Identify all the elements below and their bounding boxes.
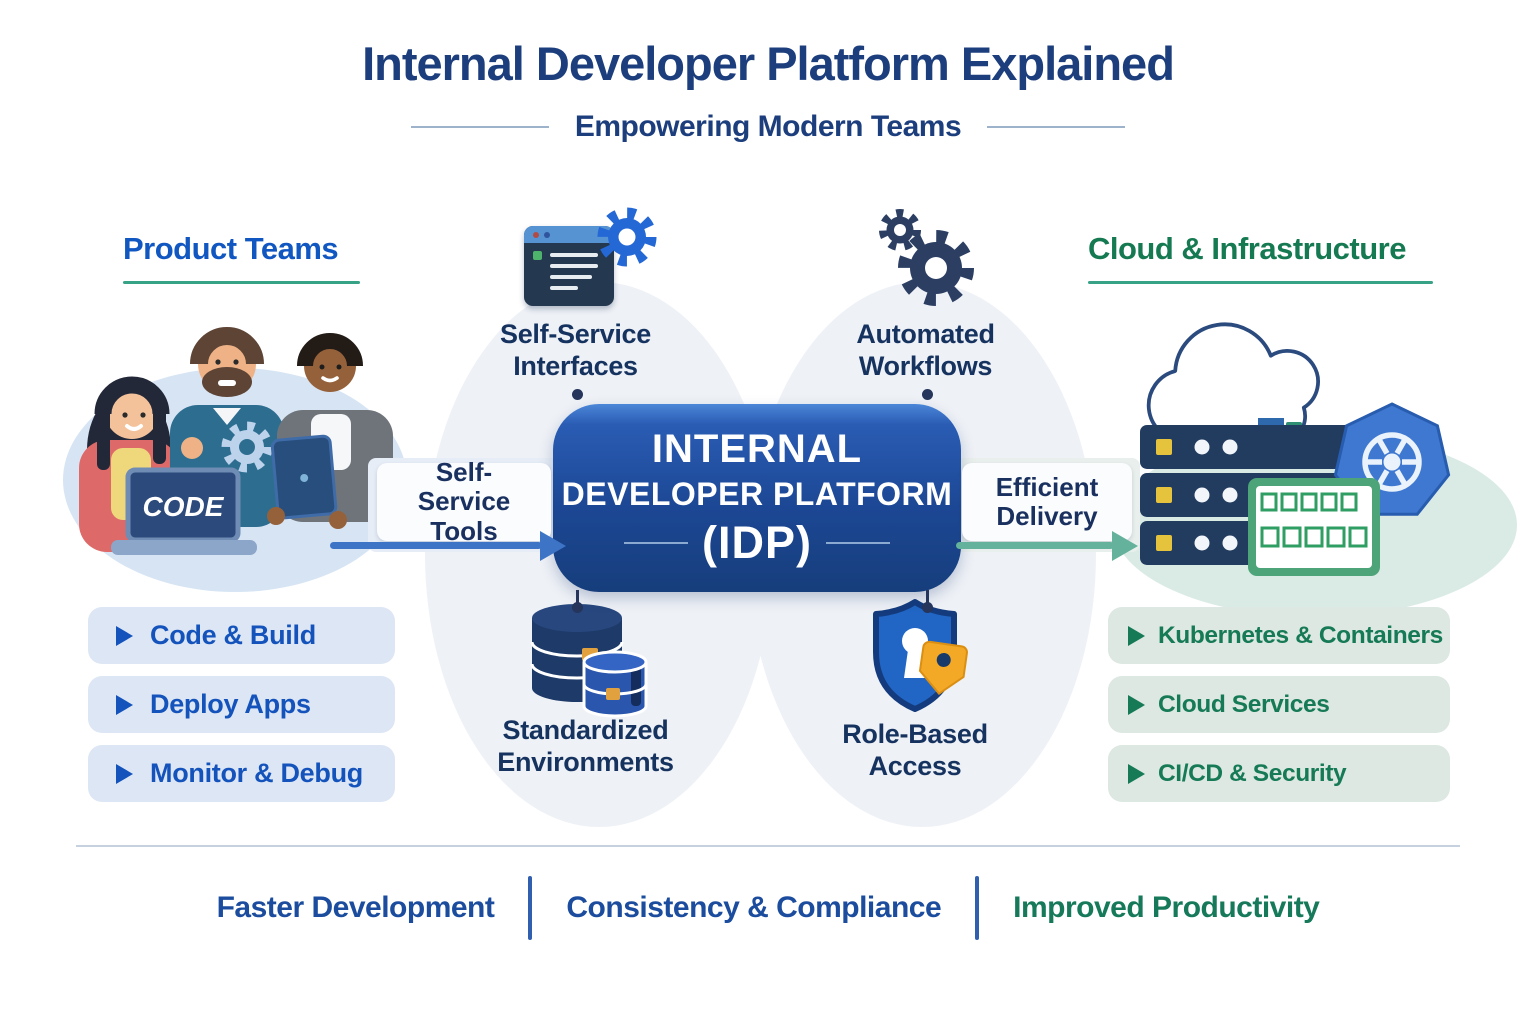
connector-dot xyxy=(572,389,583,400)
feature-role-based-access: Role-Based Access xyxy=(842,719,988,782)
idp-line2: DEVELOPER PLATFORM xyxy=(561,476,953,512)
feature-automated-workflows: Automated Workflows xyxy=(856,319,995,382)
connector-dot xyxy=(572,602,583,613)
pill-label: Cloud Services xyxy=(1158,690,1330,718)
gears-icon xyxy=(879,209,974,306)
pill-code-and-build: Code & Build xyxy=(88,607,395,664)
footer-divider xyxy=(76,845,1460,847)
pill-cloud-services: Cloud Services xyxy=(1108,676,1450,733)
gear-icon xyxy=(597,207,657,267)
efficient-delivery-arrowhead xyxy=(1112,531,1138,561)
key-tag-icon xyxy=(918,640,968,695)
pill-label: Code & Build xyxy=(150,620,316,650)
cloud-infrastructure-underline xyxy=(1088,281,1433,284)
idp-dash-left xyxy=(624,542,688,544)
pill-label: Deploy Apps xyxy=(150,689,311,719)
pill-kubernetes-containers: Kubernetes & Containers xyxy=(1108,607,1450,664)
connector-dot xyxy=(922,602,933,613)
play-icon xyxy=(1128,625,1145,646)
self-service-tools-label: Self-Service Tools xyxy=(377,458,551,545)
play-icon xyxy=(116,625,133,646)
self-service-arrow xyxy=(330,542,542,549)
laptop-icon: CODE xyxy=(111,467,257,555)
idp-dash-right xyxy=(826,542,890,544)
footer-separator xyxy=(528,876,533,940)
cloud-icon xyxy=(1146,322,1320,443)
self-service-arrowhead xyxy=(540,531,566,561)
terminal-dot-blue xyxy=(544,232,550,238)
database-icon xyxy=(530,604,648,718)
cloud-infrastructure-illustration xyxy=(1113,322,1517,612)
subtitle-line-left xyxy=(410,126,549,128)
idp-box: INTERNAL DEVELOPER PLATFORM (IDP) xyxy=(553,404,961,592)
team-gear-icon xyxy=(221,421,273,473)
play-icon xyxy=(1128,763,1145,784)
terminal-window-icon xyxy=(524,226,614,306)
kubernetes-icon xyxy=(1333,402,1451,516)
terminal-dot-red xyxy=(533,232,539,238)
play-icon xyxy=(116,694,133,715)
laptop-screen-label: CODE xyxy=(143,491,225,522)
benefit-consistency-compliance: Consistency & Compliance xyxy=(566,891,942,924)
pill-label: Monitor & Debug xyxy=(150,758,363,788)
feature-standardized-environments: Standardized Environments xyxy=(497,715,674,778)
grid-panel-icon xyxy=(1248,478,1380,576)
efficient-delivery-label: Efficient Delivery xyxy=(962,463,1132,541)
self-service-tools-text: Self-Service Tools xyxy=(417,457,511,546)
pill-cicd-security: CI/CD & Security xyxy=(1108,745,1450,802)
shield-lock-icon xyxy=(873,599,968,712)
product-team-illustration: CODE xyxy=(63,327,407,592)
pill-deploy-apps: Deploy Apps xyxy=(88,676,395,733)
product-teams-heading: Product Teams xyxy=(123,231,339,266)
subtitle-row: Empowering Modern Teams xyxy=(0,110,1536,144)
idp-line1: INTERNAL xyxy=(651,427,863,471)
feature-self-service-interfaces: Self-Service Interfaces xyxy=(500,319,651,382)
efficient-delivery-arrow xyxy=(956,542,1114,549)
efficient-delivery-text: Efficient Delivery xyxy=(995,471,1099,531)
connector-dot xyxy=(922,389,933,400)
connector-stem xyxy=(926,590,929,605)
tablet-icon xyxy=(270,434,338,520)
benefit-improved-productivity: Improved Productivity xyxy=(1013,891,1320,924)
play-icon xyxy=(1128,694,1145,715)
pill-label: CI/CD & Security xyxy=(1158,759,1347,787)
page-subtitle: Empowering Modern Teams xyxy=(574,110,962,143)
play-icon xyxy=(116,763,133,784)
subtitle-line-right xyxy=(987,126,1126,128)
footer-benefits: Faster Development Consistency & Complia… xyxy=(0,868,1536,948)
cloud-infrastructure-heading: Cloud & Infrastructure xyxy=(1088,231,1406,266)
benefit-faster-development: Faster Development xyxy=(216,891,495,924)
footer-separator xyxy=(975,876,980,940)
terminal-titlebar xyxy=(524,226,614,243)
pill-label: Kubernetes & Containers xyxy=(1158,621,1443,649)
product-teams-underline xyxy=(123,281,360,284)
idp-line3: (IDP) xyxy=(702,517,812,568)
pill-monitor-and-debug: Monitor & Debug xyxy=(88,745,395,802)
connector-stem xyxy=(576,590,579,605)
terminal-prompt-dot xyxy=(533,251,542,260)
page-title: Internal Developer Platform Explained xyxy=(362,37,1175,90)
